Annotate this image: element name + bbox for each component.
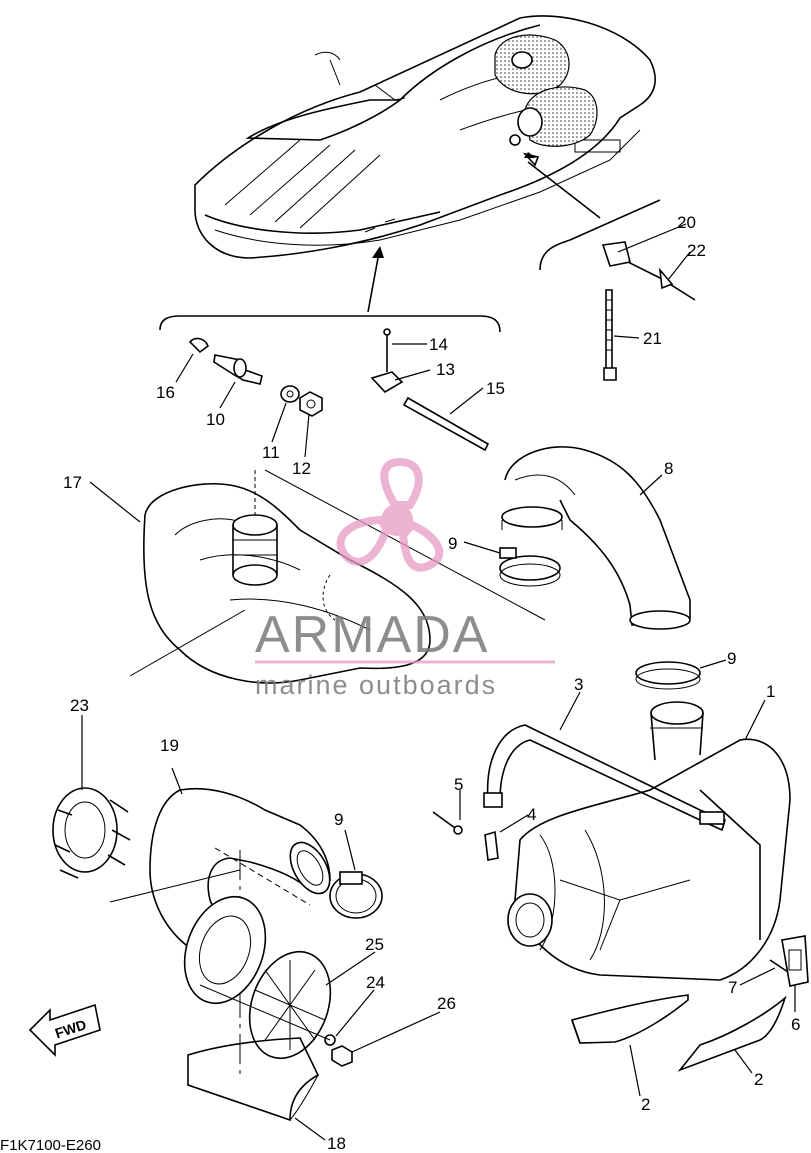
callout-9-upper: 9 bbox=[448, 534, 457, 553]
callout-10: 10 bbox=[206, 410, 225, 429]
kit-bracket-right bbox=[522, 152, 661, 271]
callout-21: 21 bbox=[643, 329, 662, 348]
callout-13: 13 bbox=[436, 360, 455, 379]
hose-clamp-9-lower bbox=[329, 871, 383, 919]
callout-9-middle: 9 bbox=[727, 649, 736, 668]
callout-20: 20 bbox=[677, 213, 696, 232]
callout-25: 25 bbox=[365, 935, 384, 954]
callout-6: 6 bbox=[791, 1015, 800, 1034]
watercraft-hull-illustration bbox=[194, 15, 656, 259]
heat-shield-2-right bbox=[677, 995, 787, 1072]
callout-2-left: 2 bbox=[641, 1095, 650, 1114]
callout-19: 19 bbox=[160, 736, 179, 755]
watermark-brand: ARMADA bbox=[255, 606, 489, 664]
diagram-code: F1K7100-E260 bbox=[0, 1137, 101, 1153]
exhaust-pipe-17 bbox=[129, 469, 546, 684]
callout-5: 5 bbox=[454, 775, 463, 794]
callout-4: 4 bbox=[527, 805, 536, 824]
callout-8: 8 bbox=[664, 459, 673, 478]
hardware-group-4-7 bbox=[432, 811, 809, 987]
callout-labels: 1 2 2 3 4 5 6 7 8 9 9 9 10 11 12 13 14 1… bbox=[63, 213, 800, 1153]
watermark-logo bbox=[255, 457, 555, 664]
hardware-group-20-22 bbox=[601, 241, 696, 381]
callout-16: 16 bbox=[156, 383, 175, 402]
callout-7: 7 bbox=[728, 978, 737, 997]
callout-18: 18 bbox=[327, 1134, 346, 1153]
kit-bracket-left bbox=[159, 246, 501, 333]
leader-lines bbox=[81, 223, 796, 1141]
hose-clamp-9-upper bbox=[499, 547, 561, 587]
callout-24: 24 bbox=[366, 973, 385, 992]
exhaust-pipe-8 bbox=[501, 446, 691, 630]
mounting-flange-23 bbox=[52, 787, 241, 903]
forward-direction-arrow: FWD bbox=[28, 1003, 101, 1057]
hardware-group-13-15 bbox=[370, 328, 490, 452]
callout-11: 11 bbox=[262, 443, 280, 462]
callout-1: 1 bbox=[766, 682, 775, 701]
callout-3: 3 bbox=[574, 675, 583, 694]
callout-9-lower: 9 bbox=[334, 810, 343, 829]
callout-23: 23 bbox=[70, 696, 89, 715]
callout-15: 15 bbox=[486, 379, 505, 398]
hose-clamp-9-middle bbox=[635, 661, 701, 690]
callout-12: 12 bbox=[292, 459, 311, 478]
outlet-flange bbox=[183, 895, 267, 1005]
callout-22: 22 bbox=[687, 241, 706, 260]
heat-protector-18 bbox=[187, 1037, 320, 1122]
callout-26: 26 bbox=[437, 994, 456, 1013]
watermark-tagline: marine outboards bbox=[255, 670, 497, 700]
muffler-1 bbox=[507, 701, 791, 981]
callout-14: 14 bbox=[429, 335, 448, 354]
hardware-group-10-16 bbox=[188, 337, 323, 417]
muffler-strap-3 bbox=[483, 724, 726, 832]
heat-shield-2-left bbox=[570, 994, 689, 1044]
callout-2-right: 2 bbox=[754, 1070, 763, 1089]
nuts-24-26 bbox=[199, 984, 353, 1067]
exhaust-pipe-19 bbox=[149, 787, 331, 1080]
callout-17: 17 bbox=[63, 473, 82, 492]
